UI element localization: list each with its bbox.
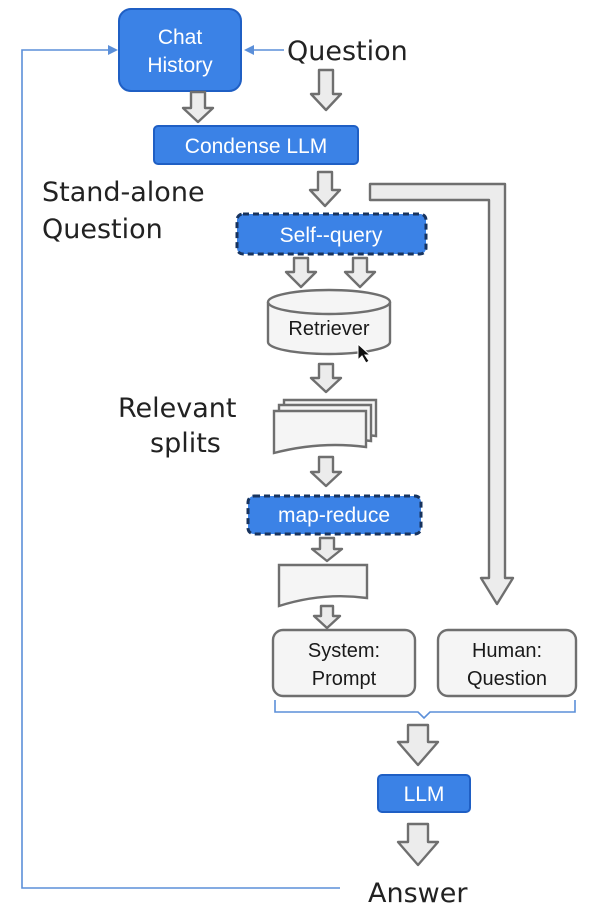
human-question-label-line2: Question	[467, 668, 547, 690]
question-label: Question	[287, 36, 408, 67]
feedback-loop-arrowhead	[108, 45, 118, 55]
relevant-splits-label-line2: splits	[150, 428, 221, 459]
relevant-splits-label-line1: Relevant	[118, 393, 237, 424]
chat-history-label-line1: Chat	[158, 26, 203, 49]
human-question-box: Human: Question	[436, 628, 578, 698]
chat-history-box: Chat History	[118, 8, 242, 92]
llm-label: LLM	[404, 783, 445, 806]
map-reduce-label: map-reduce	[278, 504, 390, 527]
map-reduce-box: map-reduce	[246, 494, 423, 536]
relevant-splits-document-stack-icon	[272, 398, 378, 455]
human-question-label-line1: Human:	[472, 640, 542, 662]
system-prompt-label-line2: Prompt	[312, 668, 377, 690]
question-to-history-arrowhead	[244, 45, 254, 55]
system-prompt-box: System: Prompt	[271, 628, 417, 698]
standalone-question-label-line1: Stand-alone	[42, 177, 205, 208]
arrow-splits-to-mapreduce	[309, 455, 343, 488]
arrow-prompts-to-llm	[396, 723, 440, 767]
condense-llm-label: Condense LLM	[185, 135, 327, 158]
chat-history-label-line2: History	[147, 54, 213, 77]
arrow-history-to-condense	[181, 90, 215, 124]
arrow-document-to-system-prompt	[312, 604, 342, 630]
arrow-mapreduce-to-document	[310, 536, 344, 563]
arrow-bypass-to-human-question	[368, 182, 515, 606]
reduced-document-icon	[277, 563, 369, 608]
arrow-question-to-condense	[309, 68, 343, 112]
condense-llm-box: Condense LLM	[153, 125, 359, 165]
arrow-condense-to-selfquery	[308, 170, 342, 208]
arrow-llm-to-answer	[396, 822, 440, 867]
self-query-box: Self--query	[235, 212, 428, 256]
arrow-selfquery-to-retriever-right	[343, 256, 377, 289]
arrow-retriever-to-splits	[309, 362, 343, 394]
standalone-question-label-line2: Question	[42, 214, 163, 245]
llm-box: LLM	[377, 774, 471, 813]
arrow-selfquery-to-retriever-left	[284, 256, 318, 289]
retriever-label: Retriever	[288, 318, 369, 340]
retriever-database: Retriever	[266, 288, 392, 356]
answer-label: Answer	[368, 878, 468, 907]
prompt-group-bracket	[274, 700, 576, 720]
self-query-label: Self--query	[280, 224, 383, 247]
feedback-loop-line	[21, 49, 340, 889]
system-prompt-label-line1: System:	[308, 640, 380, 662]
mouse-cursor-icon	[357, 342, 372, 364]
